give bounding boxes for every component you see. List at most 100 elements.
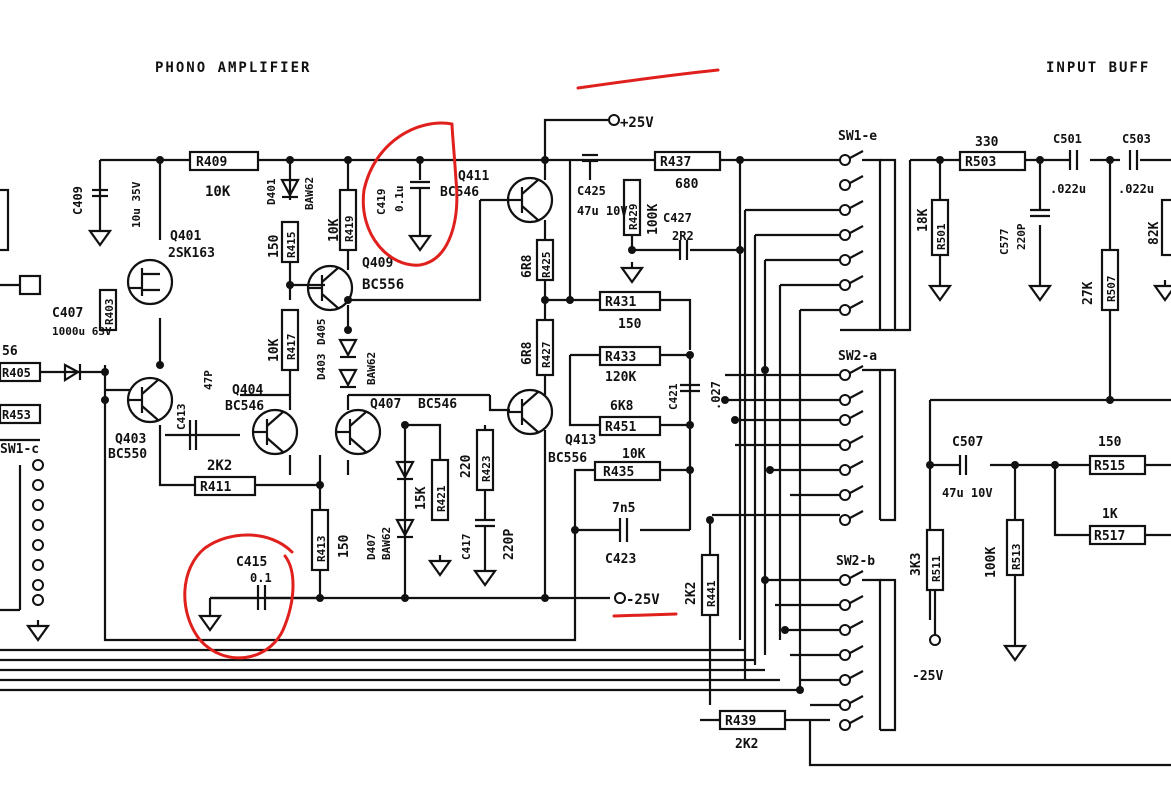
resistor-R425 — [535, 238, 555, 282]
svg-text:SW2-a: SW2-a — [838, 349, 877, 364]
switch-sw1e: SW1-e — [838, 129, 882, 330]
svg-text:R417: R417 — [285, 334, 298, 361]
svg-text:220: 220 — [459, 454, 474, 478]
resistor-R427 — [535, 318, 555, 377]
svg-text:C503: C503 — [1122, 132, 1151, 146]
svg-text:BAW62: BAW62 — [303, 177, 316, 210]
svg-text:D407: D407 — [365, 534, 378, 561]
annotation-circle-c415 — [183, 533, 295, 660]
jfet-icon — [126, 258, 174, 306]
svg-text:Q401: Q401 — [170, 229, 201, 244]
resistor-R415 — [280, 220, 300, 264]
svg-text:.027: .027 — [709, 381, 723, 410]
resistor-R421 — [430, 458, 450, 522]
resistor-R409 — [188, 150, 260, 172]
svg-text:150: 150 — [618, 317, 642, 332]
svg-text:R413: R413 — [315, 536, 328, 563]
svg-text:.022u: .022u — [1118, 182, 1154, 196]
svg-text:120K: 120K — [605, 370, 636, 385]
resistor-R433 — [598, 345, 662, 367]
svg-text:150: 150 — [337, 534, 352, 558]
svg-text:150: 150 — [267, 234, 282, 258]
svg-text:47P: 47P — [202, 370, 215, 390]
supply-neg-label: -25V — [626, 592, 660, 608]
svg-text:6R8: 6R8 — [520, 341, 535, 365]
svg-text:2K2: 2K2 — [735, 737, 758, 752]
svg-text:Q413: Q413 — [565, 433, 596, 448]
svg-text:R409: R409 — [196, 155, 227, 170]
svg-text:0.1: 0.1 — [250, 571, 272, 585]
svg-text:R453: R453 — [2, 408, 31, 422]
svg-text:47u 10V: 47u 10V — [577, 204, 628, 218]
resistor-R509 — [1160, 198, 1171, 257]
svg-text:C501: C501 — [1053, 132, 1082, 146]
pnp-transistor-icon — [306, 264, 354, 312]
svg-text:C407: C407 — [52, 306, 83, 321]
resistor-R511 — [925, 528, 945, 592]
svg-text:18K: 18K — [916, 208, 931, 232]
resistor-R515 — [1088, 454, 1147, 476]
svg-text:100K: 100K — [646, 204, 661, 235]
svg-text:C415: C415 — [236, 555, 267, 570]
svg-text:BC546: BC546 — [225, 399, 264, 414]
svg-text:Q411: Q411 — [458, 169, 489, 184]
resistor-R437 — [653, 150, 722, 172]
section-title-phono: PHONO AMPLIFIER — [155, 60, 311, 76]
svg-text:R403: R403 — [103, 299, 116, 326]
svg-text:100K: 100K — [984, 547, 999, 578]
resistors: R409 10K R415 150 R417 10K R419 10K R411… — [0, 135, 1171, 752]
svg-text:R517: R517 — [1094, 529, 1125, 544]
resistor-R513 — [1005, 518, 1025, 577]
svg-text:.022u: .022u — [1050, 182, 1086, 196]
svg-text:15K: 15K — [414, 486, 429, 510]
svg-text:10u 35V: 10u 35V — [130, 181, 143, 228]
resistor-R453 — [0, 403, 42, 425]
resistor-R501 — [930, 198, 950, 257]
resistor-R507 — [1100, 248, 1120, 312]
svg-text:BAW62: BAW62 — [380, 527, 393, 560]
resistor-R431 — [598, 290, 662, 312]
svg-text:R507: R507 — [1105, 276, 1118, 303]
svg-text:D405: D405 — [315, 319, 328, 346]
svg-text:2SK163: 2SK163 — [168, 246, 215, 261]
svg-text:47u 10V: 47u 10V — [942, 486, 993, 500]
svg-text:Q404: Q404 — [232, 383, 263, 398]
svg-text:R439: R439 — [725, 714, 756, 729]
svg-text:BC546: BC546 — [440, 185, 479, 200]
svg-text:R501: R501 — [935, 223, 948, 250]
annotation-underline-neg — [612, 612, 678, 618]
svg-text:R511: R511 — [930, 555, 943, 582]
svg-text:C507: C507 — [952, 435, 983, 450]
svg-text:BC546: BC546 — [418, 397, 457, 412]
junction-dots — [101, 156, 1114, 694]
svg-text:BAW62: BAW62 — [365, 352, 378, 385]
svg-text:C419: C419 — [375, 189, 388, 216]
resistor-R403 — [98, 288, 118, 332]
svg-text:R513: R513 — [1010, 544, 1023, 571]
switch-sw2b: SW2-b — [836, 554, 882, 732]
svg-text:R437: R437 — [660, 155, 691, 170]
svg-text:2R2: 2R2 — [672, 229, 694, 243]
resistor-R441 — [700, 553, 720, 617]
svg-text:BC556: BC556 — [548, 451, 587, 466]
svg-text:6R8: 6R8 — [520, 254, 535, 278]
svg-text:C421: C421 — [667, 383, 680, 410]
npn-transistor-icon — [251, 408, 299, 456]
switch-sw1c: SW1-c — [0, 442, 44, 612]
red-annotations — [183, 68, 720, 660]
svg-text:C423: C423 — [605, 552, 636, 567]
supply-pos-label: +25V — [620, 115, 654, 131]
svg-text:680: 680 — [675, 177, 699, 192]
svg-text:C427: C427 — [663, 211, 692, 225]
section-title-input-buffer: INPUT BUFF — [1046, 60, 1150, 76]
resistor-R413 — [310, 508, 330, 572]
resistor-R411 — [193, 475, 257, 497]
svg-text:150: 150 — [1098, 435, 1122, 450]
svg-text:2K2: 2K2 — [207, 458, 232, 474]
svg-text:SW1-c: SW1-c — [0, 442, 39, 457]
svg-text:R405: R405 — [2, 366, 31, 380]
svg-text:2K2: 2K2 — [684, 582, 699, 605]
svg-text:D403: D403 — [315, 354, 328, 381]
npn-transistor-icon — [334, 408, 382, 456]
resistor-R401-partial — [18, 274, 42, 296]
